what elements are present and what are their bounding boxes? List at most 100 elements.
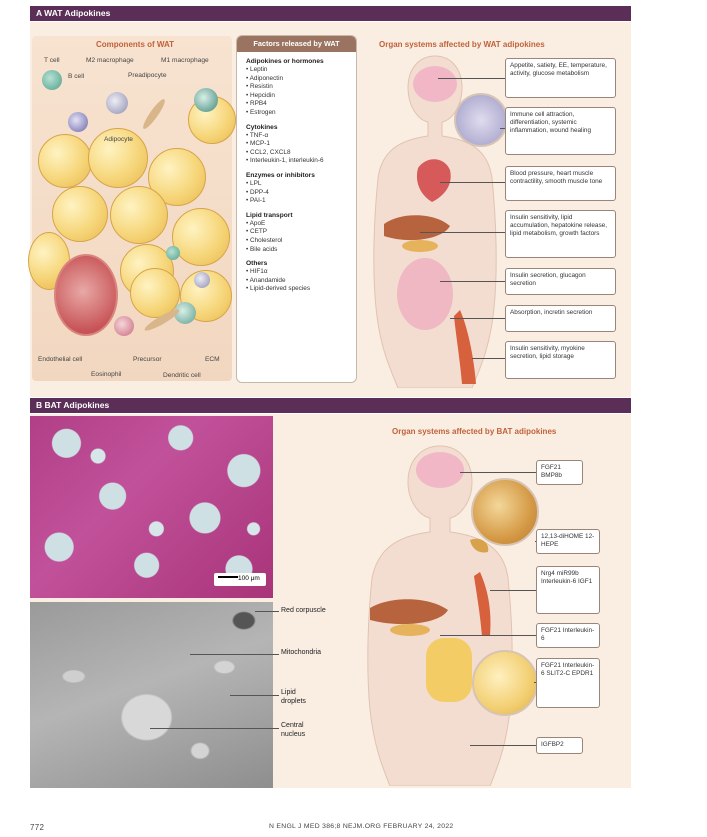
leader-line: [440, 281, 505, 282]
b-cell-label: B cell: [68, 73, 85, 80]
factor-item: • Interleukin-1, interleukin-6: [246, 157, 324, 165]
brain: [413, 66, 457, 102]
factor-item: • Anandamide: [246, 276, 286, 284]
t-cell: [42, 70, 62, 90]
bat-callout-liver: FGF21 Interleukin-6: [536, 623, 600, 648]
factor-group: Enzymes or inhibitors• LPL• DPP-4• PAI-1: [246, 172, 356, 206]
eosinophil-label: Eosinophil: [91, 371, 122, 378]
leader-line: [440, 182, 505, 183]
factor-group: Cytokines• TNF-α• MCP-1• CCL2, CXCL8• In…: [246, 124, 356, 166]
brown-fat-depot: [470, 538, 489, 553]
leader-line: [450, 318, 505, 319]
leader-line: [500, 128, 505, 129]
factor-item: • Bile acids: [246, 245, 278, 253]
m2-macrophage: [106, 92, 128, 114]
leader-line: [534, 682, 536, 683]
factor-group-title: Others: [246, 260, 268, 268]
red-corpuscle-label: Red corpuscle: [281, 607, 326, 614]
eosinophil: [114, 316, 134, 336]
factor-item: • Resistin: [246, 83, 273, 91]
central-nucleus-label: Central nucleus: [281, 722, 306, 738]
pancreas: [402, 240, 438, 252]
factor-item: • LPL: [246, 179, 262, 187]
scale-bar-label: 100 μm: [238, 575, 260, 582]
leader-line: [190, 654, 279, 655]
factors-list: Adipokines or hormones• Leptin• Adiponec…: [237, 58, 356, 294]
panel-a-header: A WAT Adipokines: [30, 6, 631, 21]
factor-group: Lipid transport• ApoE• CETP• Cholesterol…: [246, 212, 356, 254]
brown-adipocyte-inset: [471, 478, 539, 546]
white-adipose-depot: [426, 638, 472, 702]
factor-item: • RPB4: [246, 100, 267, 108]
m2-macrophage: [194, 272, 210, 288]
lipid-droplets-label: Lipid droplets: [281, 689, 306, 705]
leader-line: [490, 590, 536, 591]
white-adipocyte-inset: [472, 650, 538, 716]
wat-callout-muscle: Insulin sensitivity, myokine secretion, …: [505, 341, 616, 379]
factor-item: • DPP-4: [246, 188, 269, 196]
muscle: [474, 572, 491, 636]
factor-item: • Adiponectin: [246, 74, 284, 82]
wat-illustration: [28, 36, 236, 381]
bat-body-figure: [367, 445, 513, 786]
leader-line: [150, 728, 279, 729]
leader-line: [470, 745, 536, 746]
adipocyte: [52, 186, 108, 242]
bat-callout-muscle: Nrg4 miR99b Interleukin-6 IGF1: [536, 566, 600, 614]
leader-line: [420, 232, 505, 233]
liver: [370, 599, 448, 625]
factor-item: • CETP: [246, 228, 268, 236]
leader-line: [440, 635, 536, 636]
dendritic-cell: [174, 302, 196, 324]
factor-group-title: Cytokines: [246, 123, 278, 131]
blood-vessel: [54, 254, 118, 336]
leader-line: [255, 611, 279, 612]
factor-item: • Hepcidin: [246, 91, 275, 99]
factor-item: • Estrogen: [246, 108, 276, 116]
leader-line: [438, 78, 505, 79]
preadipocyte-label: Preadipocyte: [128, 72, 167, 79]
mitochondria-label: Mitochondria: [281, 649, 322, 656]
factor-group-title: Lipid transport: [246, 211, 293, 219]
factor-item: • HIF1α: [246, 268, 268, 276]
immune-cells-inset: [454, 93, 508, 147]
factor-item: • ApoE: [246, 219, 266, 227]
adipocyte: [172, 208, 230, 266]
ecm-label: ECM: [205, 356, 220, 363]
factor-item: • CCL2, CXCL8: [246, 148, 291, 156]
adipocyte: [38, 134, 92, 188]
t-cell-label: T cell: [44, 57, 60, 64]
dendritic-label: Dendritic cell: [163, 372, 201, 379]
wat-organ-title: Organ systems affected by WAT adipokines: [379, 40, 545, 49]
heart: [416, 159, 451, 202]
b-cell: [68, 112, 88, 132]
bat-callout-wat: FGF21 Interleukin-6 SLIT2-C EPDR1: [536, 658, 600, 708]
factor-item: • MCP-1: [246, 140, 270, 148]
wat-callout-intestine: Absorption, incretin secretion: [505, 305, 616, 332]
factor-group: Adipokines or hormones• Leptin• Adiponec…: [246, 58, 356, 118]
factor-item: • Leptin: [246, 66, 268, 73]
factor-item: • Cholesterol: [246, 236, 283, 244]
leader-line: [472, 358, 505, 359]
wat-callout-liver: Insulin sensitivity, lipid accumulation,…: [505, 210, 616, 258]
factor-item: • Lipid-derived species: [246, 285, 311, 293]
components-title: Components of WAT: [96, 40, 175, 49]
factor-group-title: Adipokines or hormones: [246, 58, 324, 65]
endothelial-label: Endothelial cell: [38, 356, 83, 363]
leader-line: [460, 472, 536, 473]
m1-macrophage: [194, 88, 218, 112]
adipocyte: [110, 186, 168, 244]
liver: [384, 215, 450, 241]
factor-group: Others• HIF1α• Anandamide• Lipid-derived…: [246, 260, 356, 294]
m2-macrophage-label: M2 macrophage: [86, 57, 134, 64]
wat-callout-brain: Appetite, satiety, EE, temperature, acti…: [505, 58, 616, 98]
bat-callout-bat: 12,13-diHOME 12-HEPE: [536, 529, 600, 554]
wat-callout-immune: Immune cell attraction, differentiation,…: [505, 107, 616, 155]
histology-image: [30, 416, 273, 598]
adipocyte: [88, 128, 148, 188]
precursor-label: Precursor: [133, 356, 162, 363]
pancreas: [390, 624, 430, 636]
bat-callout-intestine: IGFBP2: [536, 737, 583, 754]
intestines: [397, 258, 453, 330]
bat-callout-brain: FGF21 BMP8b: [536, 460, 583, 485]
